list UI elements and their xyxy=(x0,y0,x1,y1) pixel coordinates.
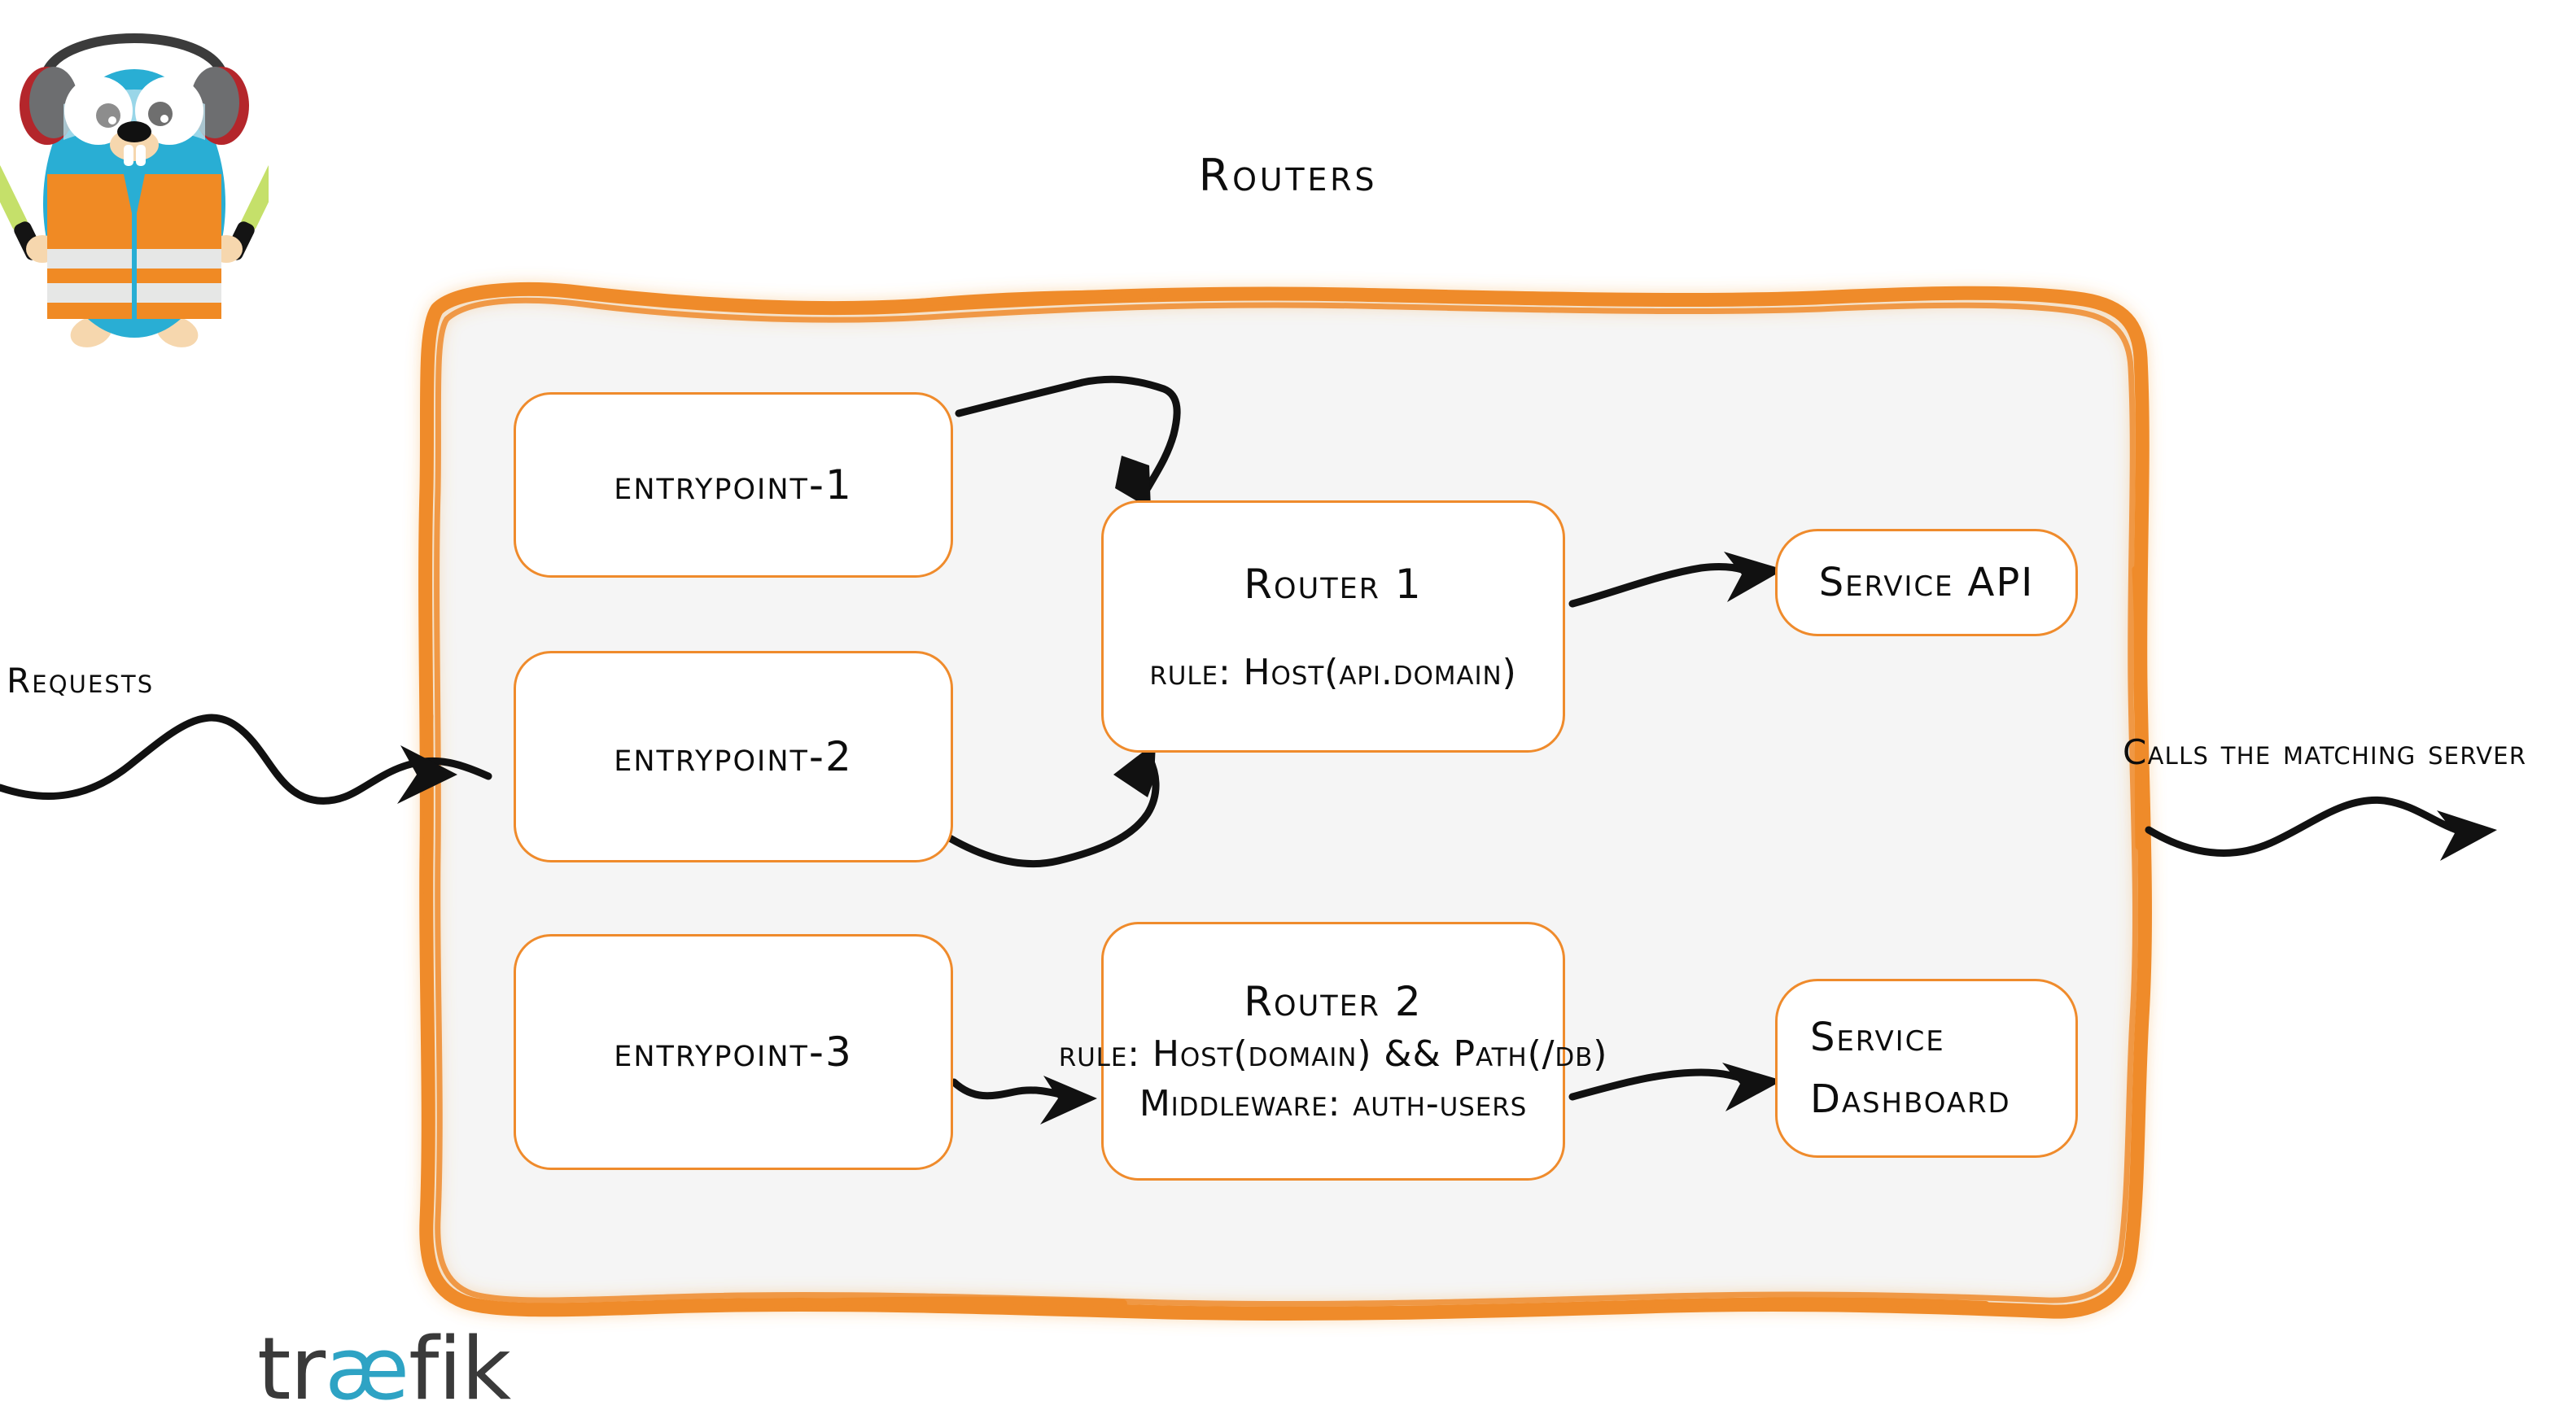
arrow-router1-to-service-api xyxy=(1568,552,1784,608)
gopher-nose xyxy=(117,121,151,142)
arrow-entrypoint1-to-router1 xyxy=(955,375,1181,509)
headphone-band xyxy=(41,33,228,80)
router-2-middleware: Middleware: auth-users xyxy=(1139,1083,1528,1124)
traefik-gopher-logo xyxy=(0,33,269,347)
requests-label: Requests xyxy=(7,661,155,701)
arrow-requests-to-entrypoints xyxy=(0,714,492,805)
service-dashboard-label-line2: Dashboard xyxy=(1810,1076,2011,1122)
router-2-box[interactable]: Router 2 rule: Host(domain) && Path(/db)… xyxy=(1059,922,1607,1181)
entrypoint-3-box[interactable]: entrypoint-3 xyxy=(514,934,953,1170)
service-api-box[interactable]: Service API xyxy=(1775,529,2078,636)
router-1-title: Router 1 xyxy=(1244,560,1423,608)
wordmark-part2: fik xyxy=(409,1319,511,1419)
page-title: Routers xyxy=(1198,150,1378,201)
traefik-wordmark: træfik xyxy=(257,1326,511,1412)
calls-matching-server-label: Calls the matching server xyxy=(2123,732,2527,772)
arrow-entrypoint2-to-router1 xyxy=(940,742,1160,868)
router-1-box[interactable]: Router 1 rule: Host(api.domain) xyxy=(1101,500,1565,753)
entrypoint-1-label: entrypoint-1 xyxy=(614,461,853,509)
entrypoint-3-label: entrypoint-3 xyxy=(614,1028,853,1076)
arrow-router2-to-service-dashboard xyxy=(1568,1063,1782,1111)
arrow-calls-matching-server xyxy=(2145,796,2497,861)
gopher-eyes xyxy=(64,76,203,145)
entrypoint-2-box[interactable]: entrypoint-2 xyxy=(514,651,953,862)
wordmark-part1: tr xyxy=(257,1319,326,1419)
router-2-title: Router 2 xyxy=(1244,978,1423,1025)
service-dashboard-box[interactable]: Service Dashboard xyxy=(1775,979,2078,1158)
service-api-label: Service API xyxy=(1818,560,2035,605)
safety-vest xyxy=(47,174,221,319)
entrypoint-1-box[interactable]: entrypoint-1 xyxy=(514,392,953,578)
service-dashboard-label-line1: Service xyxy=(1810,1015,1945,1060)
routers-container-border xyxy=(418,282,2152,1321)
router-2-rule: rule: Host(domain) && Path(/db) xyxy=(1058,1033,1608,1075)
wordmark-ae-ligature: æ xyxy=(325,1319,409,1419)
router-1-rule: rule: Host(api.domain) xyxy=(1149,651,1517,693)
entrypoint-2-label: entrypoint-2 xyxy=(614,733,853,780)
arrow-entrypoint3-to-router2 xyxy=(950,1076,1097,1124)
